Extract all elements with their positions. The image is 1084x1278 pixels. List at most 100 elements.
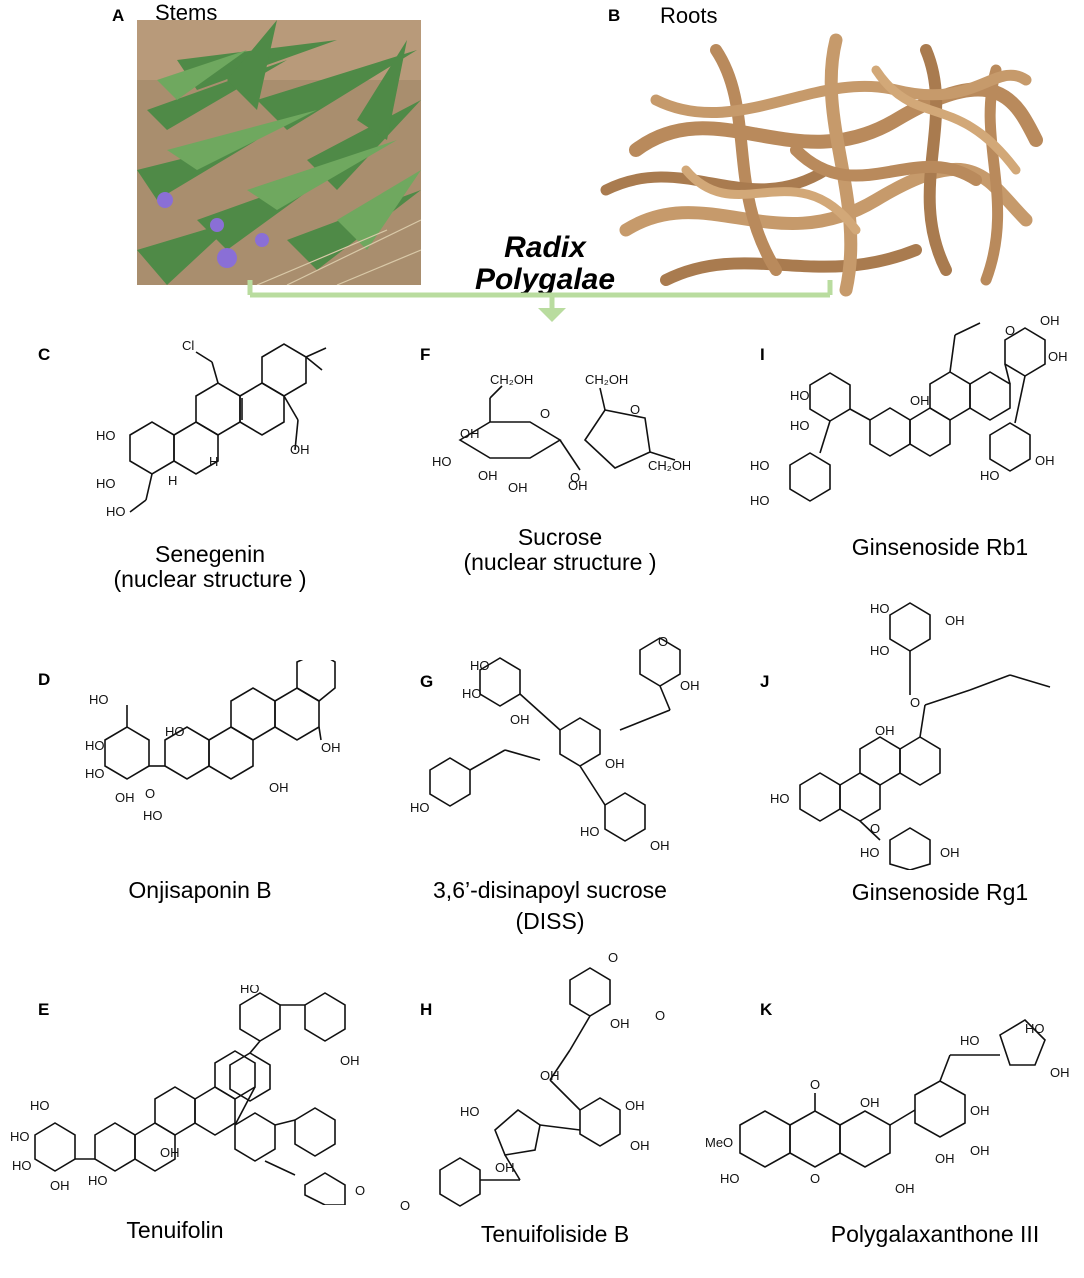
panel-label-k: K bbox=[760, 1000, 773, 1019]
polygalaxanthone-iii-structure: O OH MeO HO O OH OH OH OH HO HO OH bbox=[700, 1015, 1080, 1210]
svg-text:OH: OH bbox=[970, 1103, 990, 1118]
svg-text:HO: HO bbox=[460, 1104, 480, 1119]
panel-label-f: F bbox=[420, 345, 431, 364]
center-title-line2: Polygalae bbox=[474, 263, 616, 296]
svg-text:HO: HO bbox=[980, 468, 1000, 483]
svg-text:HO: HO bbox=[790, 388, 810, 403]
svg-text:HO: HO bbox=[143, 808, 163, 823]
svg-text:OH: OH bbox=[940, 845, 960, 860]
roots-photo bbox=[596, 30, 1051, 305]
stems-photo bbox=[137, 20, 422, 286]
svg-text:CH₂OH: CH₂OH bbox=[585, 372, 628, 387]
svg-text:OH: OH bbox=[680, 678, 700, 693]
svg-text:HO: HO bbox=[106, 504, 126, 519]
svg-text:OH: OH bbox=[1035, 453, 1055, 468]
svg-text:OH: OH bbox=[50, 1178, 70, 1193]
svg-text:HO: HO bbox=[750, 458, 770, 473]
senegenin-name: Senegenin bbox=[155, 541, 265, 567]
svg-text:CH₂OH: CH₂OH bbox=[648, 458, 690, 473]
svg-text:OH: OH bbox=[540, 1068, 560, 1083]
svg-text:HO: HO bbox=[1025, 1021, 1045, 1036]
svg-text:O: O bbox=[608, 950, 618, 965]
senegenin-sub: (nuclear structure ) bbox=[113, 566, 307, 592]
onjisaponin-b-structure: HO HO HO OH O HO OH OH HO bbox=[85, 660, 345, 830]
svg-text:OH: OH bbox=[290, 442, 310, 457]
svg-text:H: H bbox=[209, 454, 218, 469]
svg-text:HO: HO bbox=[240, 985, 260, 996]
svg-text:HO: HO bbox=[410, 800, 430, 815]
ginsenoside-rg1-caption: Ginsenoside Rg1 bbox=[851, 879, 1029, 905]
senegenin-caption: Senegenin (nuclear structure ) bbox=[90, 542, 330, 592]
svg-text:O: O bbox=[1005, 323, 1015, 338]
svg-text:HO: HO bbox=[165, 724, 185, 739]
svg-text:HO: HO bbox=[870, 601, 890, 616]
svg-text:OH: OH bbox=[460, 426, 480, 441]
svg-text:OH: OH bbox=[1048, 349, 1068, 364]
svg-text:HO: HO bbox=[85, 738, 105, 753]
svg-text:HO: HO bbox=[96, 476, 116, 491]
svg-text:HO: HO bbox=[432, 454, 452, 469]
svg-text:OH: OH bbox=[478, 468, 498, 483]
svg-text:Cl: Cl bbox=[182, 340, 194, 353]
svg-text:OH: OH bbox=[510, 712, 530, 727]
svg-text:HO: HO bbox=[470, 658, 490, 673]
svg-text:HO: HO bbox=[580, 824, 600, 839]
tenuifoliside-b-structure: O OH O OH HO OH OH OH O bbox=[400, 940, 700, 1215]
svg-text:OH: OH bbox=[875, 723, 895, 738]
sucrose-sub: (nuclear structure ) bbox=[463, 549, 657, 575]
svg-text:OH: OH bbox=[970, 1143, 990, 1158]
svg-text:O: O bbox=[630, 402, 640, 417]
center-title-line1: Radix bbox=[504, 231, 586, 264]
diss-name: 3,6’-disinapoyl sucrose bbox=[433, 877, 667, 903]
svg-text:O: O bbox=[400, 1198, 410, 1213]
svg-text:OH: OH bbox=[495, 1160, 515, 1175]
ginsenoside-rb1-structure: O OH OH HO HO OH HO HO HO OH bbox=[750, 305, 1080, 520]
svg-text:OH: OH bbox=[508, 480, 528, 495]
svg-text:HO: HO bbox=[96, 428, 116, 443]
svg-text:O: O bbox=[910, 695, 920, 710]
svg-text:O: O bbox=[145, 786, 155, 801]
ginsenoside-rb1-caption: Ginsenoside Rb1 bbox=[851, 534, 1029, 560]
svg-text:HO: HO bbox=[85, 766, 105, 781]
svg-text:HO: HO bbox=[12, 1158, 32, 1173]
svg-text:OH: OH bbox=[610, 1016, 630, 1031]
panel-label-i: I bbox=[760, 345, 765, 364]
svg-text:OH: OH bbox=[895, 1181, 915, 1196]
svg-text:O: O bbox=[570, 470, 580, 485]
svg-text:O: O bbox=[870, 821, 880, 836]
svg-text:O: O bbox=[655, 1008, 665, 1023]
svg-text:OH: OH bbox=[650, 838, 670, 853]
svg-text:OH: OH bbox=[945, 613, 965, 628]
svg-text:O: O bbox=[658, 634, 668, 649]
tenuifolin-caption: Tenuifolin bbox=[126, 1217, 224, 1243]
svg-text:OH: OH bbox=[860, 1095, 880, 1110]
svg-text:OH: OH bbox=[321, 740, 341, 755]
panel-label-h: H bbox=[420, 1000, 433, 1019]
svg-text:HO: HO bbox=[860, 845, 880, 860]
svg-text:HO: HO bbox=[870, 643, 890, 658]
senegenin-structure: Cl OH HO HO HO H H bbox=[90, 340, 350, 530]
panel-label-e: E bbox=[38, 1000, 50, 1019]
onjisaponin-b-caption: Onjisaponin B bbox=[128, 877, 272, 903]
svg-text:HO: HO bbox=[770, 791, 790, 806]
svg-text:OH: OH bbox=[910, 393, 930, 408]
svg-text:OH: OH bbox=[1040, 313, 1060, 328]
center-title: Radix Polygalae bbox=[440, 232, 650, 296]
connector-arrow bbox=[240, 280, 840, 325]
panel-label-b: B bbox=[608, 6, 621, 25]
svg-text:O: O bbox=[810, 1077, 820, 1092]
svg-text:HO: HO bbox=[720, 1171, 740, 1186]
svg-text:HO: HO bbox=[30, 1098, 50, 1113]
sucrose-caption: Sucrose (nuclear structure ) bbox=[440, 525, 680, 575]
svg-text:OH: OH bbox=[269, 780, 289, 795]
ginsenoside-rg1-structure: HO HO OH O OH HO O HO OH bbox=[770, 595, 1070, 870]
diss-caption: 3,6’-disinapoyl sucrose (DISS) bbox=[420, 878, 680, 934]
diss-structure: HO HO OH O OH HO OH HO OH bbox=[410, 610, 710, 860]
svg-text:OH: OH bbox=[1050, 1065, 1070, 1080]
svg-text:HO: HO bbox=[960, 1033, 980, 1048]
panel-label-j: J bbox=[760, 672, 770, 691]
diss-sub: (DISS) bbox=[515, 908, 585, 934]
panel-label-a: A bbox=[112, 6, 125, 25]
stems-title: Stems bbox=[155, 0, 218, 25]
svg-text:OH: OH bbox=[935, 1151, 955, 1166]
